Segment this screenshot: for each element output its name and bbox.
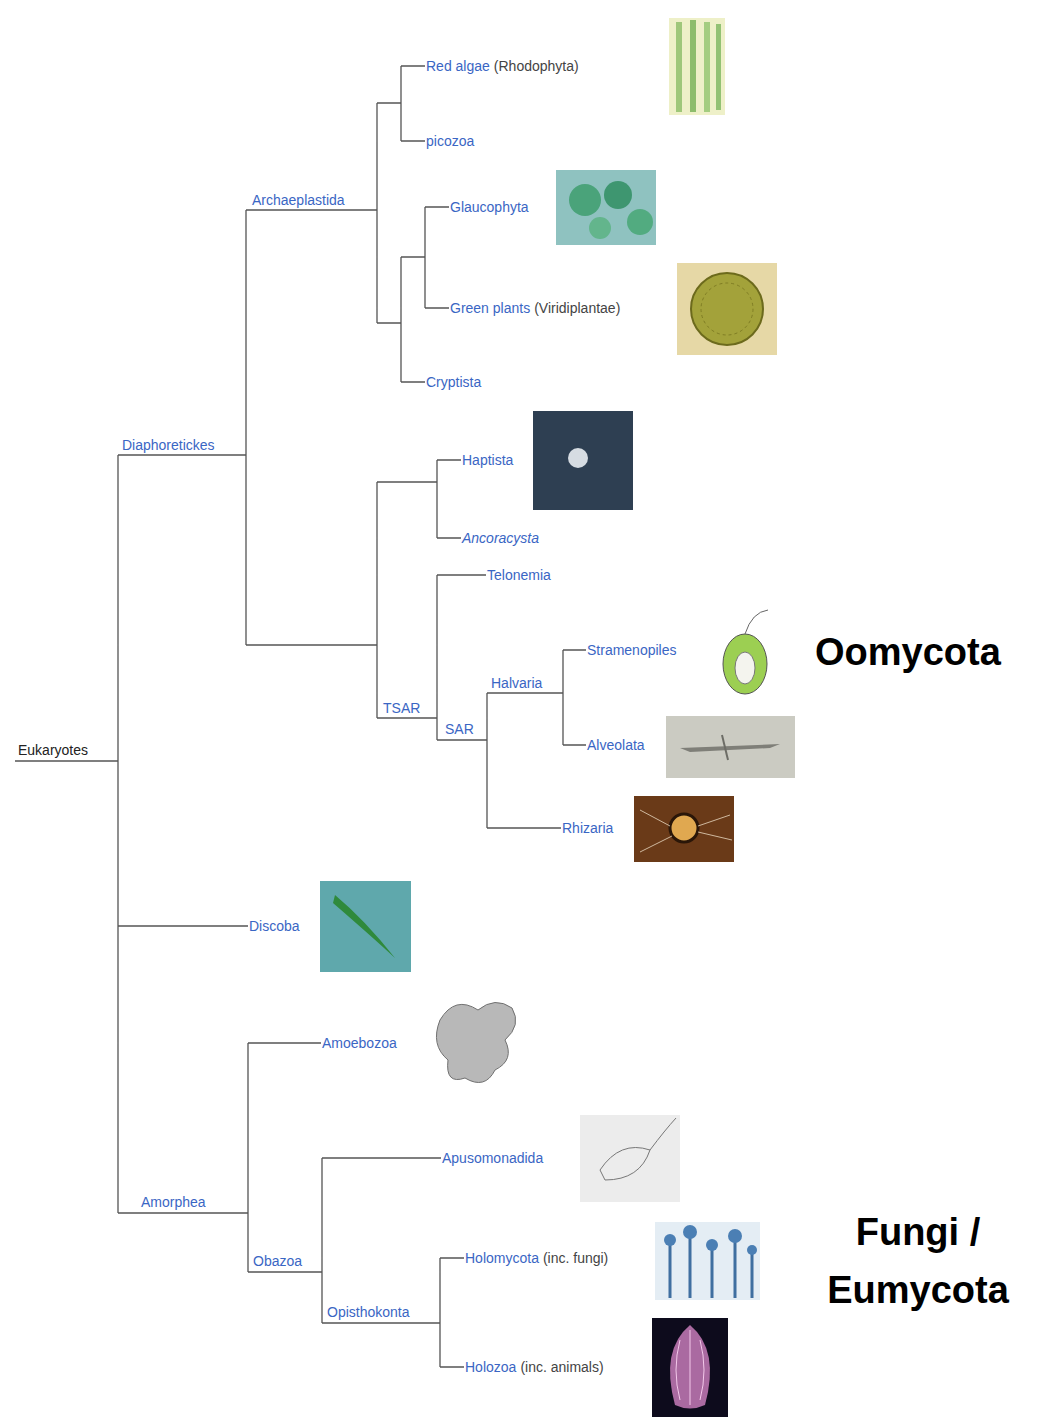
discoba-image <box>320 881 411 972</box>
clade-note: (inc. animals) <box>520 1359 603 1375</box>
clade-label: Opisthokonta <box>327 1304 410 1320</box>
clade-label: Cryptista <box>426 374 481 390</box>
clade-label: Halvaria <box>491 675 542 691</box>
clade-label: Rhizaria <box>562 820 613 836</box>
clade-label: Green plants <box>450 300 530 316</box>
clade-label: Discoba <box>249 918 300 934</box>
root-label: Eukaryotes <box>18 742 88 758</box>
clade-label: Glaucophyta <box>450 199 529 215</box>
clade-label: Amoebozoa <box>322 1035 397 1051</box>
holozoa-image <box>652 1318 728 1417</box>
clade-label: Haptista <box>462 452 513 468</box>
clade-note: (Rhodophyta) <box>494 58 579 74</box>
stramenopile-image <box>723 610 768 694</box>
haptista-image <box>533 411 633 510</box>
clade-label: SAR <box>445 721 474 737</box>
clade-label: Ancoracysta <box>462 530 539 546</box>
fungi-image <box>655 1222 760 1300</box>
clade-label: Obazoa <box>253 1253 302 1269</box>
alveolata-image <box>666 716 795 778</box>
clade-label: Holomycota <box>465 1250 539 1266</box>
clade-label: Archaeplastida <box>252 192 345 208</box>
clade-label: Apusomonadida <box>442 1150 543 1166</box>
clade-label: Stramenopiles <box>587 642 677 658</box>
clade-label: Alveolata <box>587 737 645 753</box>
group-label: Fungi / Eumycota <box>808 1203 1028 1319</box>
clade-label: TSAR <box>383 700 420 716</box>
rhizaria-image <box>634 796 734 862</box>
apusomonad-image <box>580 1115 680 1202</box>
clade-label: Telonemia <box>487 567 551 583</box>
clade-label: Holozoa <box>465 1359 516 1375</box>
clade-label: picozoa <box>426 133 474 149</box>
green-plant-image <box>677 263 777 355</box>
clade-label: Red algae <box>426 58 490 74</box>
clade-note: (Viridiplantae) <box>534 300 620 316</box>
group-label: Oomycota <box>815 623 1001 681</box>
clade-note: (inc. fungi) <box>543 1250 608 1266</box>
clade-label: Diaphoretickes <box>122 437 215 453</box>
tree-branches <box>15 66 586 1367</box>
glaucophyta-image <box>556 170 656 245</box>
clade-label: Amorphea <box>141 1194 206 1210</box>
red-algae-image <box>669 18 725 115</box>
amoebozoa-image <box>436 1002 515 1082</box>
